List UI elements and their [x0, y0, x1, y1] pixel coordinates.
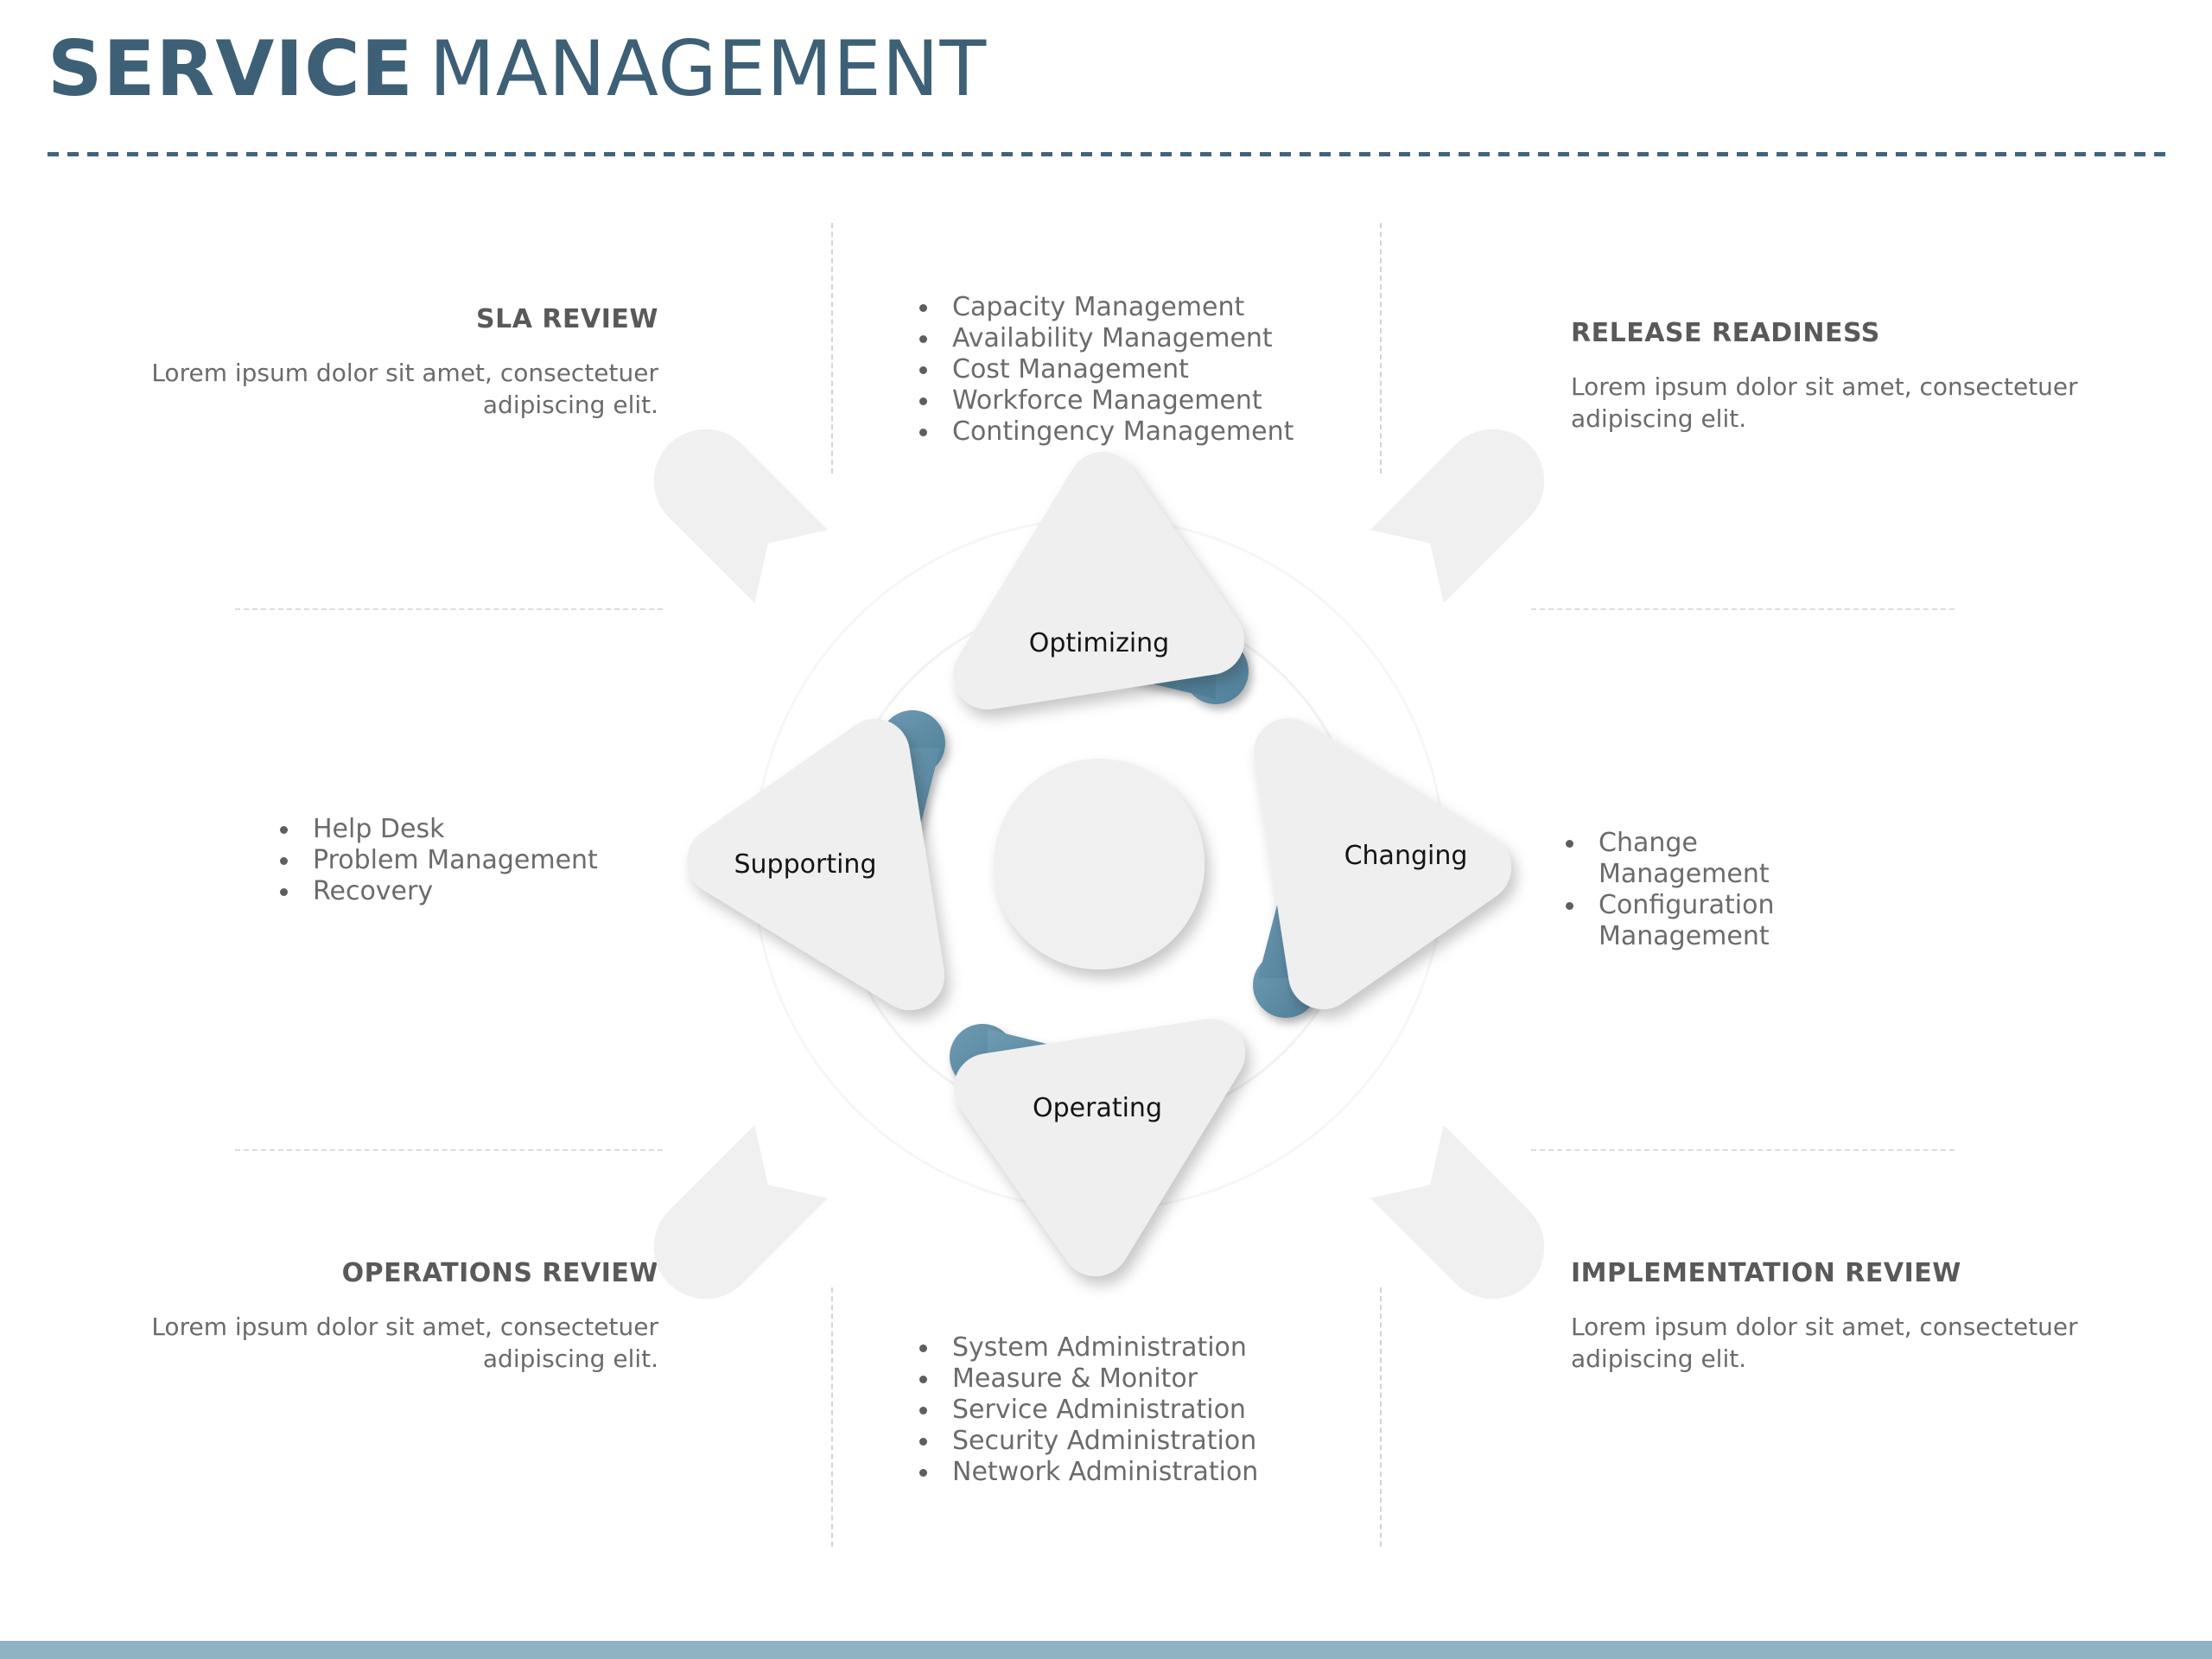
list-item: Workforce Management	[907, 385, 1357, 416]
panel-heading: IMPLEMENTATION REVIEW	[1571, 1258, 1961, 1288]
corner-arrow-sw	[653, 1124, 829, 1300]
list-item: Availability Management	[907, 323, 1357, 354]
corner-arrow-nw	[653, 429, 829, 604]
petal-operating	[954, 1019, 1245, 1276]
corner-arrow-se	[1370, 1124, 1545, 1300]
petal-supporting	[687, 719, 944, 1010]
title-dashed-rule	[48, 152, 2173, 156]
list-item: Change Management	[1554, 828, 1852, 890]
node-label-optimizing: Optimizing	[1029, 628, 1169, 658]
dashed-guide-vertical	[831, 1287, 833, 1547]
panel-heading: OPERATIONS REVIEW	[341, 1258, 658, 1288]
panel-implementation-review: IMPLEMENTATION REVIEW Lorem ipsum dolor …	[1571, 1258, 2107, 1375]
list-item: System Administration	[907, 1332, 1357, 1363]
panel-operations-review: OPERATIONS REVIEW Lorem ipsum dolor sit …	[130, 1258, 658, 1375]
footer-accent-bar	[0, 1641, 2212, 1659]
dashed-guide-horizontal	[1531, 1149, 1955, 1151]
center-hub-circle	[994, 759, 1205, 969]
list-item: Help Desk	[268, 814, 665, 845]
list-item: Measure & Monitor	[907, 1363, 1357, 1395]
node-label-changing: Changing	[1344, 841, 1468, 871]
list-item: Recovery	[268, 876, 665, 907]
node-label-supporting: Supporting	[734, 849, 877, 880]
dashed-guide-vertical	[831, 223, 833, 474]
petal-optimizing	[953, 452, 1244, 709]
petal-changing	[1254, 718, 1511, 1009]
page-title-bold: SERVICE	[48, 24, 414, 113]
panel-heading: SLA REVIEW	[476, 304, 658, 334]
list-item: Cost Management	[907, 354, 1357, 385]
dashed-guide-horizontal	[235, 1149, 663, 1151]
panel-sla-review: SLA REVIEW Lorem ipsum dolor sit amet, c…	[130, 304, 658, 421]
panel-heading: RELEASE READINESS	[1571, 318, 1880, 348]
page-title-light: MANAGEMENT	[429, 24, 988, 113]
corner-arrow-ne	[1370, 429, 1545, 604]
panel-release-readiness: RELEASE READINESS Lorem ipsum dolor sit …	[1571, 318, 2107, 435]
dashed-guide-horizontal	[235, 608, 663, 610]
panel-body: Lorem ipsum dolor sit amet, consectetuer…	[1571, 372, 2078, 433]
list-item: Problem Management	[268, 845, 665, 876]
panel-body: Lorem ipsum dolor sit amet, consectetuer…	[151, 359, 658, 419]
list-item: Contingency Management	[907, 416, 1357, 448]
list-item: Network Administration	[907, 1457, 1357, 1488]
panel-body: Lorem ipsum dolor sit amet, consectetuer…	[1571, 1313, 2078, 1373]
list-item: Capacity Management	[907, 292, 1357, 323]
service-lifecycle-diagram: Optimizing Changing Operating Supporting	[653, 429, 1545, 1300]
node-label-operating: Operating	[1033, 1093, 1162, 1123]
list-item: Security Administration	[907, 1426, 1357, 1457]
panel-body: Lorem ipsum dolor sit amet, consectetuer…	[151, 1313, 658, 1373]
dashed-guide-vertical	[1380, 223, 1382, 474]
dashed-guide-vertical	[1380, 1287, 1382, 1547]
list-item: Service Administration	[907, 1395, 1357, 1426]
list-item: Configuration Management	[1554, 890, 1852, 952]
dashed-guide-horizontal	[1531, 608, 1955, 610]
